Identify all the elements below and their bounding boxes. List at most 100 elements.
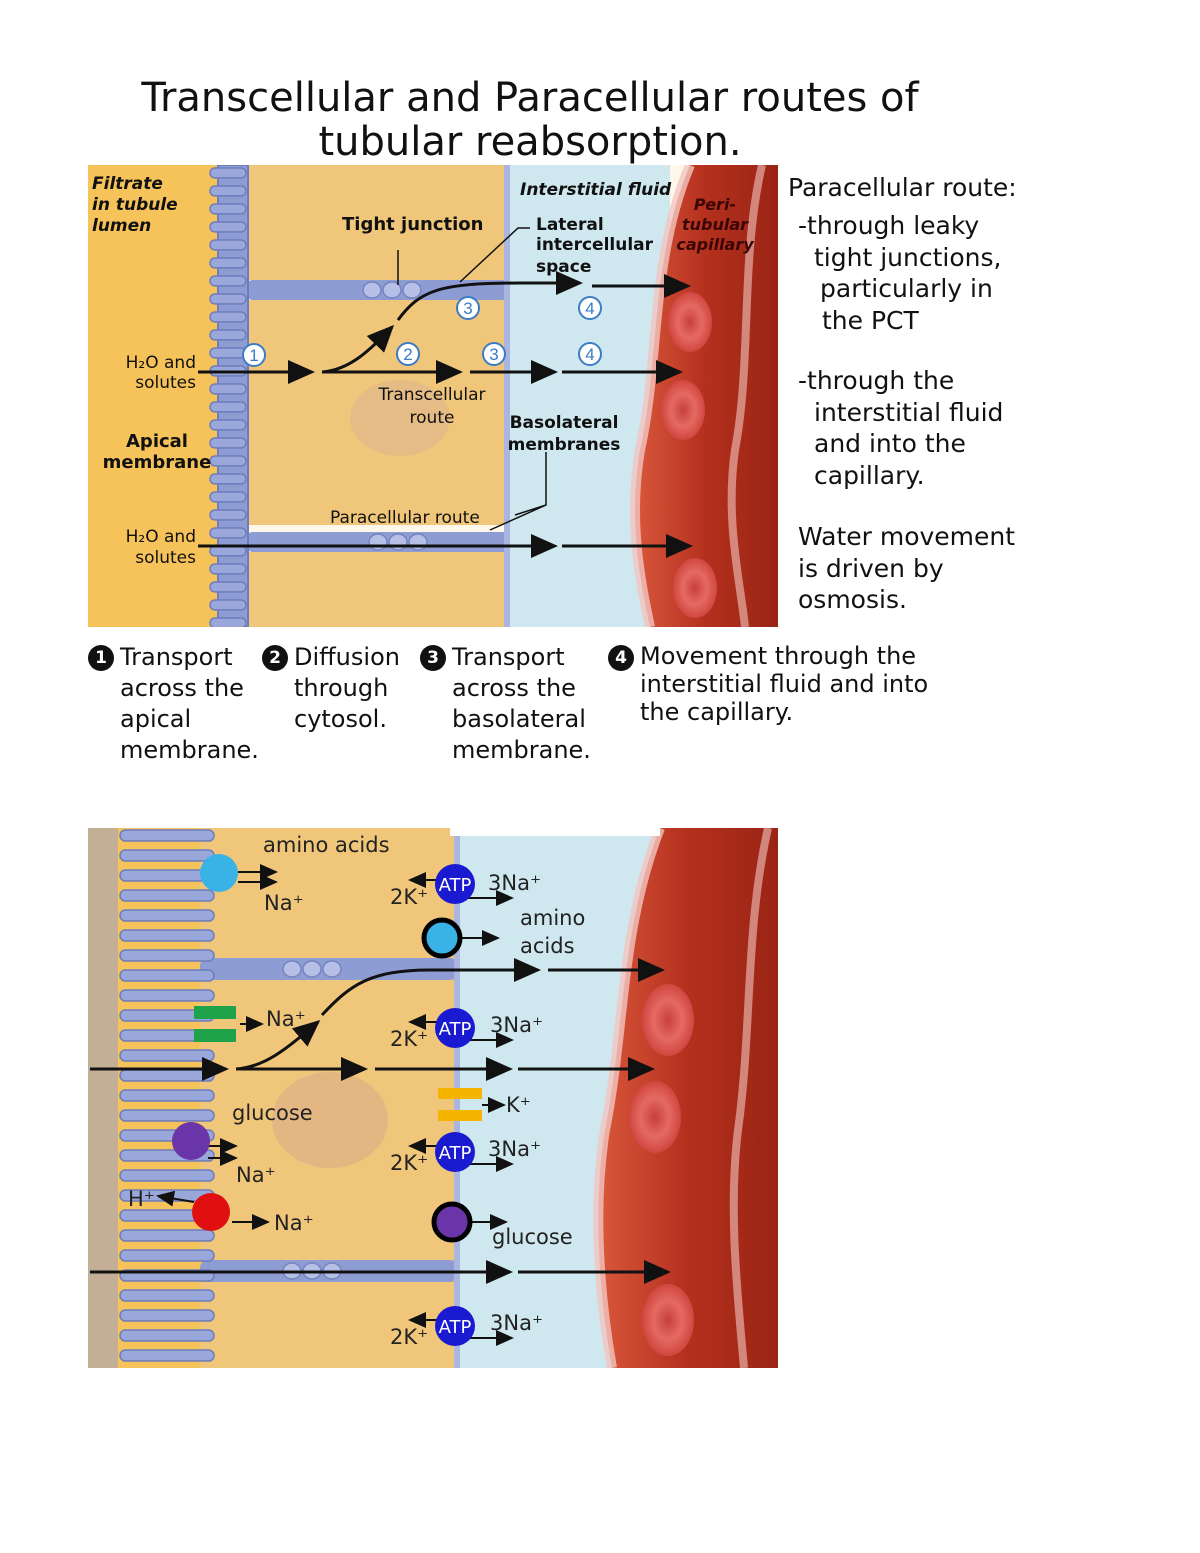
microvillus [119,889,215,902]
amino-acids-label: amino acids [263,833,390,857]
bullet-leaky-junctions: -through leaky tight junctions, particul… [798,211,1002,335]
na3-label-4: 3Na⁺ [490,1311,543,1335]
apical-label: Apical membrane [103,431,212,473]
na-label-3: Na⁺ [236,1163,276,1187]
bottom-arrows [90,958,671,1284]
svg-text:Apical: Apical [126,431,188,452]
na3-label-3: 3Na⁺ [488,1137,541,1161]
marker-1: 1 [242,343,266,367]
microvillus [119,869,215,882]
microvillus [209,491,247,503]
marker-4a: 4 [578,296,602,320]
page-title-line-1: Transcellular and Paracellular routes of [141,75,919,121]
step-number: 2 [262,645,288,671]
atp-label-2: ATP [439,1019,472,1040]
microvillus [209,473,247,485]
microvillus [209,293,247,305]
microvillus [119,1109,215,1122]
cell-upper [245,165,510,280]
svg-text:H₂O and: H₂O and [126,527,196,547]
step-markers-top: 1 2 3 3 4 4 [242,296,602,367]
microvillus [209,617,247,627]
microvillus [209,311,247,323]
microvillus [209,563,247,575]
lateral-space-label: Lateral intercellular space [536,215,654,277]
microvillus [209,257,247,269]
microvillus [209,185,247,197]
microvillus [119,969,215,982]
k2-label-1: 2K⁺ [390,885,428,909]
water-movement-note: Water movement is driven by osmosis. [798,522,1016,614]
microvillus [119,829,215,842]
tubule-lumen [88,165,228,627]
svg-text:lumen: lumen [92,216,151,236]
na3-label-2: 3Na⁺ [490,1013,543,1037]
tight-junction-label: Tight junction [342,214,483,235]
microvillus [119,1329,215,1342]
interstitial-fluid-label: Interstitial fluid [520,180,672,200]
microvillus [209,527,247,539]
bottom-diagram [88,828,778,1368]
cell-bottom-upper [200,828,458,958]
glucose-na-symporter [172,1122,210,1160]
h2o-solutes-bottom-label: H₂O and solutes [126,527,197,568]
microvillus [209,401,247,413]
na-label-4: Na⁺ [274,1211,314,1235]
microvilli-top [217,165,249,627]
svg-text:in tubule: in tubule [92,195,178,215]
step-number: 3 [420,645,446,671]
microvillus [119,1309,215,1322]
atp-label-3: ATP [439,1143,472,1164]
glucose-basolateral-transporter [431,1201,473,1243]
svg-text:route: route [410,408,455,428]
microvillus [119,849,215,862]
svg-text:membrane: membrane [103,452,212,473]
microvillus [119,909,215,922]
microvillus [209,509,247,521]
transporters [172,854,482,1346]
microvillus [209,221,247,233]
svg-text:Filtrate: Filtrate [92,174,163,194]
svg-text:membranes: membranes [508,435,621,455]
microvillus [209,203,247,215]
amino-acid-na-symporter [200,854,238,892]
marker-3b: 3 [482,342,506,366]
na-label-2: Na⁺ [266,1007,306,1031]
cell-lower [245,552,510,627]
microvillus [119,1349,215,1362]
nucleus-bottom [272,1072,388,1168]
step-number: 1 [88,645,114,671]
microvillus [119,1289,215,1302]
atp-pump-2 [435,1008,475,1048]
red-blood-cells-bottom [629,984,694,1356]
na-label-1: Na⁺ [264,891,304,915]
svg-text:capillary: capillary [676,235,754,254]
marker-2: 2 [396,342,420,366]
microvillus [209,581,247,593]
amino-acids-right-label-1: amino [520,906,585,930]
nucleus [350,380,450,456]
svg-text:Basolateral: Basolateral [510,413,619,433]
microvillus [209,275,247,287]
marker-4b: 4 [578,342,602,366]
svg-text:solutes: solutes [135,373,196,393]
svg-text:3: 3 [489,345,498,364]
atp-pump-3 [435,1132,475,1172]
k2-label-3: 2K⁺ [390,1151,428,1175]
step-number: 4 [608,645,634,671]
step-1: 1 Transport across the apical membrane. [88,642,259,766]
k-channel [438,1088,482,1121]
step-2: 2 Diffusion through cytosol. [262,642,400,735]
paracellular-heading: Paracellular route: [788,173,1017,202]
bullet-interstitial: -through the interstitial fluid and into… [798,366,1004,490]
step-3: 3 Transport across the basolateral membr… [420,642,591,766]
h-label: H⁺ [128,1187,155,1211]
basolateral-label: Basolateral membranes [508,413,621,455]
marker-3a: 3 [456,296,480,320]
top-arrows [198,227,693,558]
microvillus [119,1249,215,1262]
microvillus [119,1069,215,1082]
microvilli-brush-border [119,829,215,1362]
red-blood-cells-top [661,292,717,618]
tight-junction-beads [362,281,428,551]
